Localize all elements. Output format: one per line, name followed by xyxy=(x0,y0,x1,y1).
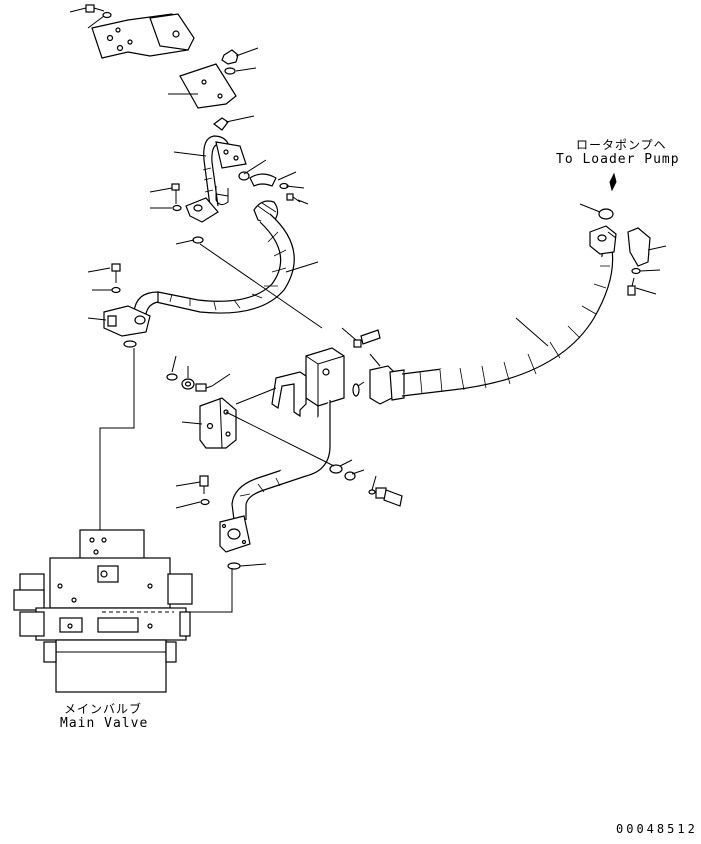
lower-left-elbow-fitting xyxy=(103,291,159,337)
upper-main-hose xyxy=(155,213,295,314)
top-mounting-bracket xyxy=(91,13,195,59)
leader-lines xyxy=(69,7,667,567)
upper-hose-bend xyxy=(202,135,247,207)
left-bolt-washer-lower xyxy=(199,475,210,506)
routing-lines xyxy=(99,243,335,613)
drawing-number: 00048512 xyxy=(616,822,698,836)
main-valve-label-jp: メインバルブ xyxy=(64,702,143,716)
o-ring-upper-center xyxy=(192,236,204,244)
spacer-collar xyxy=(181,378,195,390)
long-bolt-right xyxy=(375,487,403,507)
right-bolt xyxy=(627,277,636,296)
lower-flange-fitting xyxy=(219,515,251,553)
hose-end-nut-right xyxy=(369,365,405,405)
direction-arrow xyxy=(609,172,617,192)
mid-mounting-bracket xyxy=(199,397,237,449)
o-ring-mid-left xyxy=(123,340,137,348)
loader-pump-label-en: To Loader Pump xyxy=(556,152,680,167)
u-bolt-clamp xyxy=(215,171,250,206)
left-bolt-washer-mid xyxy=(111,263,121,294)
hose-clamp-plate xyxy=(179,63,237,109)
left-bolt-washer-upper xyxy=(171,183,182,212)
small-washer-right xyxy=(368,489,376,495)
lower-rigid-tube xyxy=(231,400,331,521)
hex-bolt-center xyxy=(353,329,381,348)
o-ring-center xyxy=(352,383,360,397)
right-split-flange xyxy=(627,227,651,267)
o-ring-loader-pump xyxy=(598,208,614,220)
o-ring-lower xyxy=(227,562,241,570)
small-clip xyxy=(213,117,229,131)
washer-left-small xyxy=(166,373,178,381)
split-flange-half xyxy=(249,173,289,190)
main-valve-body xyxy=(13,529,193,693)
right-washer xyxy=(631,267,641,275)
flange-bolt-right xyxy=(286,193,301,203)
washer-pair-right xyxy=(329,464,356,481)
right-long-hose xyxy=(401,249,614,397)
main-valve-label-en: Main Valve xyxy=(60,716,149,731)
top-nut-and-washer xyxy=(221,49,239,75)
short-bolt xyxy=(195,383,213,392)
loader-pump-label-jp: ロータポンプヘ xyxy=(576,138,667,152)
center-valve-block xyxy=(305,347,345,407)
hose-fitting-upper xyxy=(185,197,219,223)
right-hose-fitting-top xyxy=(589,225,617,255)
top-bolt xyxy=(85,4,112,19)
center-l-bracket xyxy=(271,371,307,418)
